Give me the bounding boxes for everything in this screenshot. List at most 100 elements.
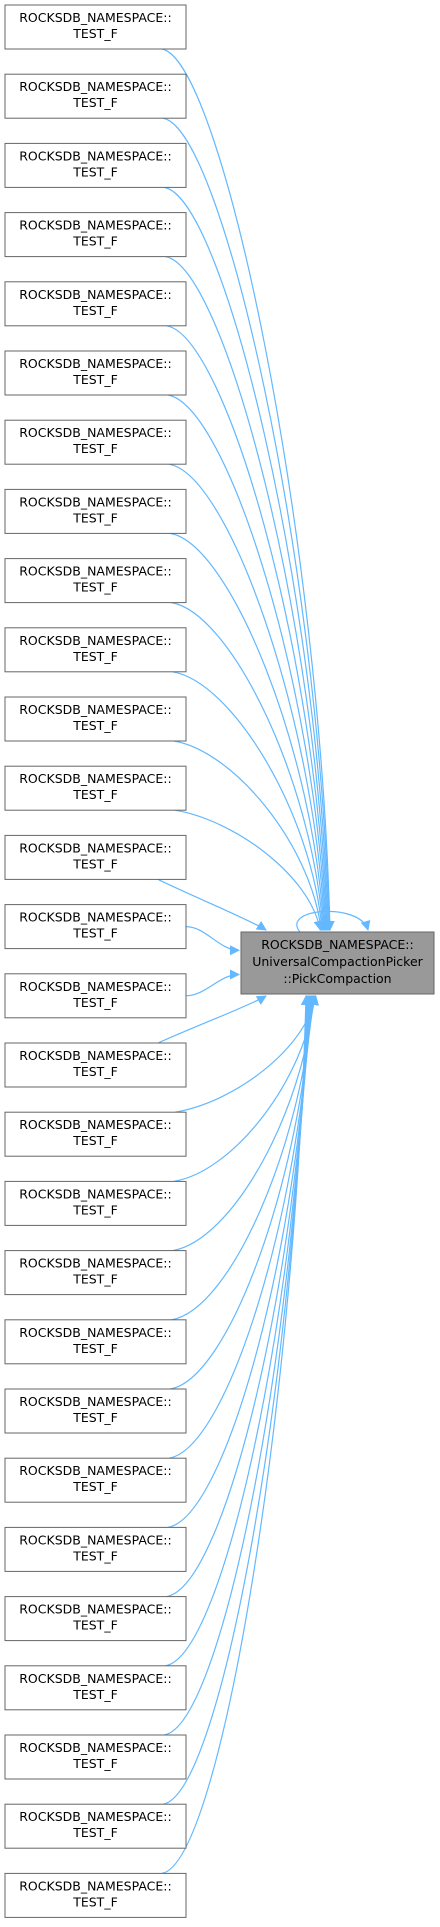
caller-node-box [4,1872,187,1918]
caller-node-label: ROCKSDB_NAMESPACE:: [19,1048,171,1063]
caller-node[interactable]: ROCKSDB_NAMESPACE::TEST_F [4,973,187,1019]
caller-node-box [4,488,187,534]
caller-node[interactable]: ROCKSDB_NAMESPACE::TEST_F [4,142,187,188]
caller-node-label: ROCKSDB_NAMESPACE:: [19,1463,171,1478]
caller-node-box [4,212,187,258]
caller-node-label: TEST_F [72,1548,118,1563]
caller-node[interactable]: ROCKSDB_NAMESPACE::TEST_F [4,419,187,465]
caller-node-box [4,1457,187,1503]
caller-node-box [4,696,187,742]
call-edge [185,926,240,956]
edges-layer [157,48,371,1874]
caller-node[interactable]: ROCKSDB_NAMESPACE::TEST_F [4,212,187,258]
caller-node-label: ROCKSDB_NAMESPACE:: [19,287,171,302]
caller-node-label: TEST_F [72,649,118,664]
caller-node[interactable]: ROCKSDB_NAMESPACE::TEST_F [4,1250,187,1296]
caller-node[interactable]: ROCKSDB_NAMESPACE::TEST_F [4,281,187,327]
caller-node-box [4,1734,187,1780]
caller-node-label: TEST_F [72,164,118,179]
caller-node-label: TEST_F [72,1756,118,1771]
call-edge [172,995,319,1252]
caller-node-box [4,834,187,880]
caller-node-label: ROCKSDB_NAMESPACE:: [19,564,171,579]
caller-node-label: ROCKSDB_NAMESPACE:: [19,1809,171,1824]
caller-node-label: ROCKSDB_NAMESPACE:: [19,1878,171,1893]
target-function-node[interactable]: ROCKSDB_NAMESPACE::UniversalCompactionPi… [240,931,435,995]
target-node-label: UniversalCompactionPicker [252,954,423,969]
call-edge [174,995,319,1113]
caller-node-box [4,1111,187,1157]
caller-node-box [4,1803,187,1849]
caller-node[interactable]: ROCKSDB_NAMESPACE::TEST_F [4,350,187,396]
caller-node[interactable]: ROCKSDB_NAMESPACE::TEST_F [4,1388,187,1434]
call-edge [157,995,267,1044]
caller-node-label: TEST_F [72,441,118,456]
caller-node-label: TEST_F [72,95,118,110]
caller-node[interactable]: ROCKSDB_NAMESPACE::TEST_F [4,834,187,880]
caller-node[interactable]: ROCKSDB_NAMESPACE::TEST_F [4,1180,187,1226]
caller-node-label: TEST_F [72,1410,118,1425]
caller-node-label: TEST_F [72,926,118,941]
caller-node[interactable]: ROCKSDB_NAMESPACE::TEST_F [4,1665,187,1711]
call-edge [165,256,333,931]
caller-node-box [4,4,187,50]
call-edge [172,671,327,931]
call-edge [173,740,326,931]
caller-node-label: ROCKSDB_NAMESPACE:: [19,1532,171,1547]
self-loop-edge [296,910,371,933]
caller-node-label: TEST_F [72,1894,118,1909]
caller-node-label: ROCKSDB_NAMESPACE:: [19,633,171,648]
caller-node-label: ROCKSDB_NAMESPACE:: [19,10,171,25]
caller-node[interactable]: ROCKSDB_NAMESPACE::TEST_F [4,1526,187,1572]
caller-node-box [4,1250,187,1296]
caller-node[interactable]: ROCKSDB_NAMESPACE::TEST_F [4,1596,187,1642]
caller-node[interactable]: ROCKSDB_NAMESPACE::TEST_F [4,488,187,534]
caller-node-label: TEST_F [72,1064,118,1079]
call-edge [170,532,329,931]
call-edge [168,463,330,931]
caller-node-label: TEST_F [72,1479,118,1494]
target-node-label: ROCKSDB_NAMESPACE:: [261,937,413,952]
caller-node[interactable]: ROCKSDB_NAMESPACE::TEST_F [4,1734,187,1780]
caller-node[interactable]: ROCKSDB_NAMESPACE::TEST_F [4,558,187,604]
caller-node-label: TEST_F [72,718,118,733]
caller-node-label: ROCKSDB_NAMESPACE:: [19,1256,171,1271]
caller-node-label: TEST_F [72,234,118,249]
caller-node[interactable]: ROCKSDB_NAMESPACE::TEST_F [4,1319,187,1365]
caller-node-label: TEST_F [72,1133,118,1148]
caller-node-label: ROCKSDB_NAMESPACE:: [19,910,171,925]
call-edge [164,186,334,931]
caller-node-box [4,1319,187,1365]
caller-node-label: TEST_F [72,1825,118,1840]
caller-node-label: TEST_F [72,372,118,387]
caller-node[interactable]: ROCKSDB_NAMESPACE::TEST_F [4,627,187,673]
caller-node[interactable]: ROCKSDB_NAMESPACE::TEST_F [4,904,187,950]
caller-node-label: TEST_F [72,1618,118,1633]
caller-node[interactable]: ROCKSDB_NAMESPACE::TEST_F [4,73,187,119]
caller-node-label: ROCKSDB_NAMESPACE:: [19,771,171,786]
caller-node-box [4,973,187,1019]
caller-node-label: ROCKSDB_NAMESPACE:: [19,1394,171,1409]
caller-node[interactable]: ROCKSDB_NAMESPACE::TEST_F [4,765,187,811]
call-edge [161,995,311,1874]
caller-node[interactable]: ROCKSDB_NAMESPACE::TEST_F [4,4,187,50]
call-edge [171,995,318,1321]
caller-node[interactable]: ROCKSDB_NAMESPACE::TEST_F [4,1872,187,1918]
caller-node-box [4,73,187,119]
call-edge [185,969,240,997]
caller-node[interactable]: ROCKSDB_NAMESPACE::TEST_F [4,1803,187,1849]
caller-node[interactable]: ROCKSDB_NAMESPACE::TEST_F [4,1111,187,1157]
caller-node-label: ROCKSDB_NAMESPACE:: [19,1740,171,1755]
call-edge [162,117,334,931]
caller-node-label: TEST_F [72,856,118,871]
caller-node-label: ROCKSDB_NAMESPACE:: [19,425,171,440]
caller-node[interactable]: ROCKSDB_NAMESPACE::TEST_F [4,1042,187,1088]
call-edge [165,995,314,1667]
caller-node-box [4,558,187,604]
caller-node[interactable]: ROCKSDB_NAMESPACE::TEST_F [4,696,187,742]
caller-node-label: ROCKSDB_NAMESPACE:: [19,148,171,163]
caller-node-label: ROCKSDB_NAMESPACE:: [19,1117,171,1132]
caller-node-box [4,1180,187,1226]
caller-node-box [4,419,187,465]
caller-node[interactable]: ROCKSDB_NAMESPACE::TEST_F [4,1457,187,1503]
